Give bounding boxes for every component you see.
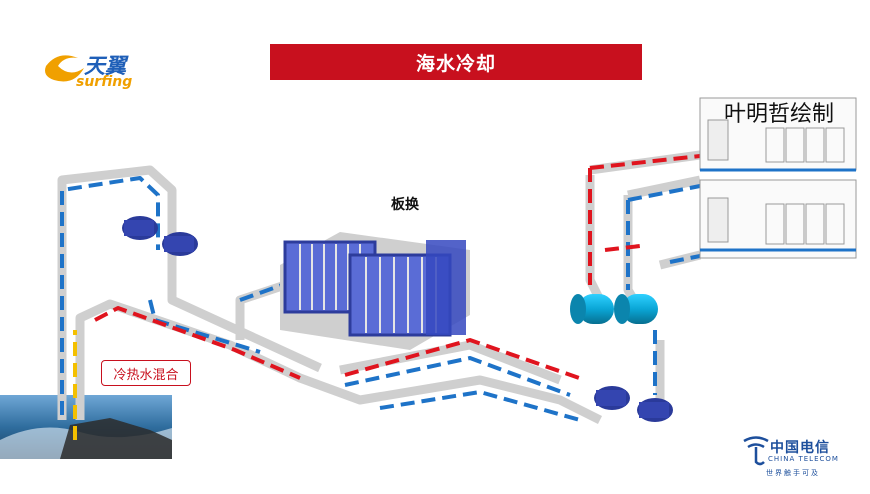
- heat-exchanger-label: 板换: [391, 197, 419, 213]
- author-note: 叶明哲绘制: [724, 102, 835, 127]
- hot-water-lines: [94, 154, 701, 382]
- mix-callout-label: 冷热水混合: [101, 360, 191, 386]
- rack-rooms: [699, 97, 857, 259]
- pump-group-left: [122, 216, 198, 256]
- storage-tanks: [570, 294, 658, 324]
- plate-heat-exchangers: [280, 232, 470, 350]
- brand-sub: surfing: [76, 74, 133, 90]
- sea-photo: [0, 395, 172, 459]
- page-title: 海水冷却: [270, 44, 642, 80]
- telecom-slogan: 世界触手可及: [766, 469, 820, 477]
- cold-water-lines: [60, 176, 701, 422]
- brand-name: 天翼: [84, 54, 126, 78]
- pump-group-right: [594, 386, 673, 422]
- telecom-name-en: CHINA TELECOM: [768, 455, 839, 463]
- telecom-name-cn: 中国电信: [770, 440, 830, 456]
- china-telecom-mark-icon: [743, 436, 769, 466]
- tianyi-swirl-icon: [45, 55, 84, 82]
